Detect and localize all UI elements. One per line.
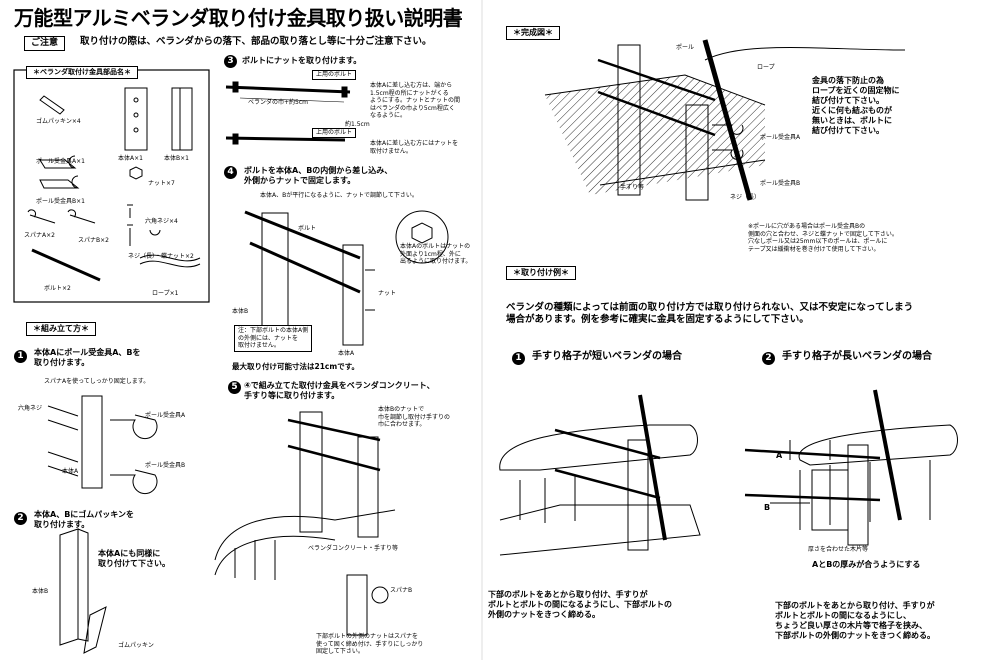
part-spanner-a: スパナA×2 [24,232,55,239]
part-hex: 六角ネジ×4 [145,218,178,225]
hex-screw-icon [127,204,133,218]
part-rubber: ゴムパッキン×4 [36,118,81,125]
part-bolt: ボルト×2 [44,285,71,292]
step-4-max: 最大取り付け可能寸法は21cmです。 [232,362,359,371]
step-5-spanner: スパナB [390,587,413,594]
step-1-hex: 六角ネジ [18,405,43,412]
complete-note: 金具の落下防止の為 ロープを近くの固定物に 結び付けて下さい。 近くに何も結ぶも… [812,76,900,135]
step-1-body: 本体A [62,468,79,475]
step-5-note-top: 本体Bのナットで 巾を調節し取付け手すりの 巾に合わせます。 [378,406,451,428]
assembly-badge: ＊組み立て方＊ [26,322,96,336]
examples-badge: ＊取り付け例＊ [506,266,576,280]
part-nut: ナット×7 [148,180,175,187]
part-pole-a: ポール受金具A×1 [36,158,85,165]
complete-rope: ロープ [757,64,775,71]
step-4-number: 4 [224,166,237,179]
part-rope: ロープ×1 [152,290,179,297]
caution-badge: ご注意 [24,36,66,52]
complete-pole: ポール [676,44,695,51]
step-3-tag-upper: 上用のボルト [312,70,357,80]
example-2-ab: AとBの厚みが合うようにする [812,560,921,569]
complete-screw: ネジ（長） [730,194,761,201]
step-5-title: ④で組み立てた取付け金具をベランダコンクリート、 手すり等に取り付けます。 [244,381,435,400]
step-4-circle-note: 本体Aのボルトはナットの 外面より1cm程、外に 出るように取り付けます。 [400,243,472,265]
part-main-a: 本体A×1 [118,155,143,162]
spanner-a-icon [27,209,56,224]
step-5-bottom: 下部ボルトの外側のナットはスパナを 使って固く締め付け、手すりにしっかり 固定し… [316,633,424,655]
examples-intro: ベランダの種類によっては前面の取り付け方では取り付けられない、又は不安定になって… [506,302,914,325]
step-3-note-lower: 本体Aに差し込む方にはナットを 取付けません。 [370,140,459,155]
caution-text: 取り付けの際は、ベランダからの落下、部品の取り落とし等に十分ご注意下さい。 [80,36,432,47]
nut-icon [129,166,143,180]
body-a-icon [124,87,148,151]
step-4-lower-note: 注：下部ボルトの本体A側 の外側には、ナットを 取付けません。 [234,325,313,352]
part-screw: ネジ（長）・蝶ナット×2 [128,253,194,260]
example-1-text: 下部のボルトをあとから取り付け、手すりが ボルトとボルトの間になるようにし、下部… [488,590,672,619]
bolt-icon [31,248,101,282]
pole-receiver-a-icon [39,155,77,169]
step-3-note-upper: 本体Aに差し込む方は、端から 1.5cm程の所にナットがくる ようにする。ナット… [370,82,461,119]
step-3-about: 約1.5cm [345,121,370,128]
step-4-body-a: 本体A [338,350,355,357]
pole-receiver-b-icon [39,175,80,189]
step-3-tag-lower: 上用のボルト [312,128,357,138]
step-3-width: ベランダの巾+約5cm [248,99,308,106]
step-1-pole-b: ポール受金具B [145,462,186,469]
spanner-b-icon [67,209,96,224]
step-1-number: 1 [14,350,27,363]
example-2-title: 手すり格子が長いベランダの場合 [782,351,932,362]
complete-footnote: ※ポールに穴がある場合はポール受金具Bの 側面の穴と合わせ、ネジと蝶ナットで固定… [748,223,898,253]
example-2-number: 2 [762,352,775,365]
example-2-label-b: B [764,503,771,512]
step-2-body: 本体B [32,588,49,595]
page-title: 万能型アルミベランダ取り付け金具取り扱い説明書 [14,6,463,30]
step-1-title: 本体Aにポール受金具A、Bを 取り付けます。 [34,348,141,367]
step-5-concrete: ベランダコンクリート・手すり等 [308,545,399,552]
example-2-wood: 厚さを合わせた木片等 [808,546,869,553]
step-3-title: ボルトにナットを取り付けます。 [242,56,362,65]
part-main-b: 本体B×1 [164,155,189,162]
complete-handrail: 手すり等 [620,184,645,191]
rope-icon [139,254,201,268]
complete-pole-b: ポール受金具B [760,180,801,187]
example-2-text: 下部のボルトをあとから取り付け、手すりが ボルトとボルトの間になるようにし、 ち… [775,601,935,640]
step-5-number: 5 [228,381,241,394]
complete-pole-a: ポール受金具A [760,134,801,141]
step-1-pole-a: ポール受金具A [145,412,186,419]
long-screw-icon [127,224,161,246]
parts-badge: ＊ベランダ取付け金具部品名＊ [26,66,138,79]
step-4-sub: 本体A、Bが平行になるように、ナットで調節して下さい。 [260,192,418,199]
part-pole-b: ポール受金具B×1 [36,198,85,205]
rubber-packing-icon [39,95,65,115]
step-2-title: 本体A、Bにゴムパッキンを 取り付けます。 [34,510,135,529]
step-3-number: 3 [224,55,237,68]
step-2-number: 2 [14,512,27,525]
step-2-note: 本体Aにも同様に 取り付けて下さい。 [98,549,170,568]
step-4-body-b: 本体B [232,308,249,315]
example-1-number: 1 [512,352,525,365]
step-1-sub: スパナAを使ってしっかり固定します。 [44,378,150,385]
step-4-nut: ナット [378,290,397,297]
step-4-bolt: ボルト [298,225,317,232]
example-1-title: 手すり格子が短いベランダの場合 [532,351,682,362]
body-b-icon [171,87,193,151]
complete-badge: ＊完成図＊ [506,26,560,40]
example-2-label-a: A [776,451,783,460]
step-4-title: ボルトを本体A、Bの内側から差し込み、 外側からナットで固定します。 [244,166,393,185]
part-spanner-b: スパナB×2 [78,237,109,244]
step-2-rubber: ゴムパッキン [118,642,154,649]
